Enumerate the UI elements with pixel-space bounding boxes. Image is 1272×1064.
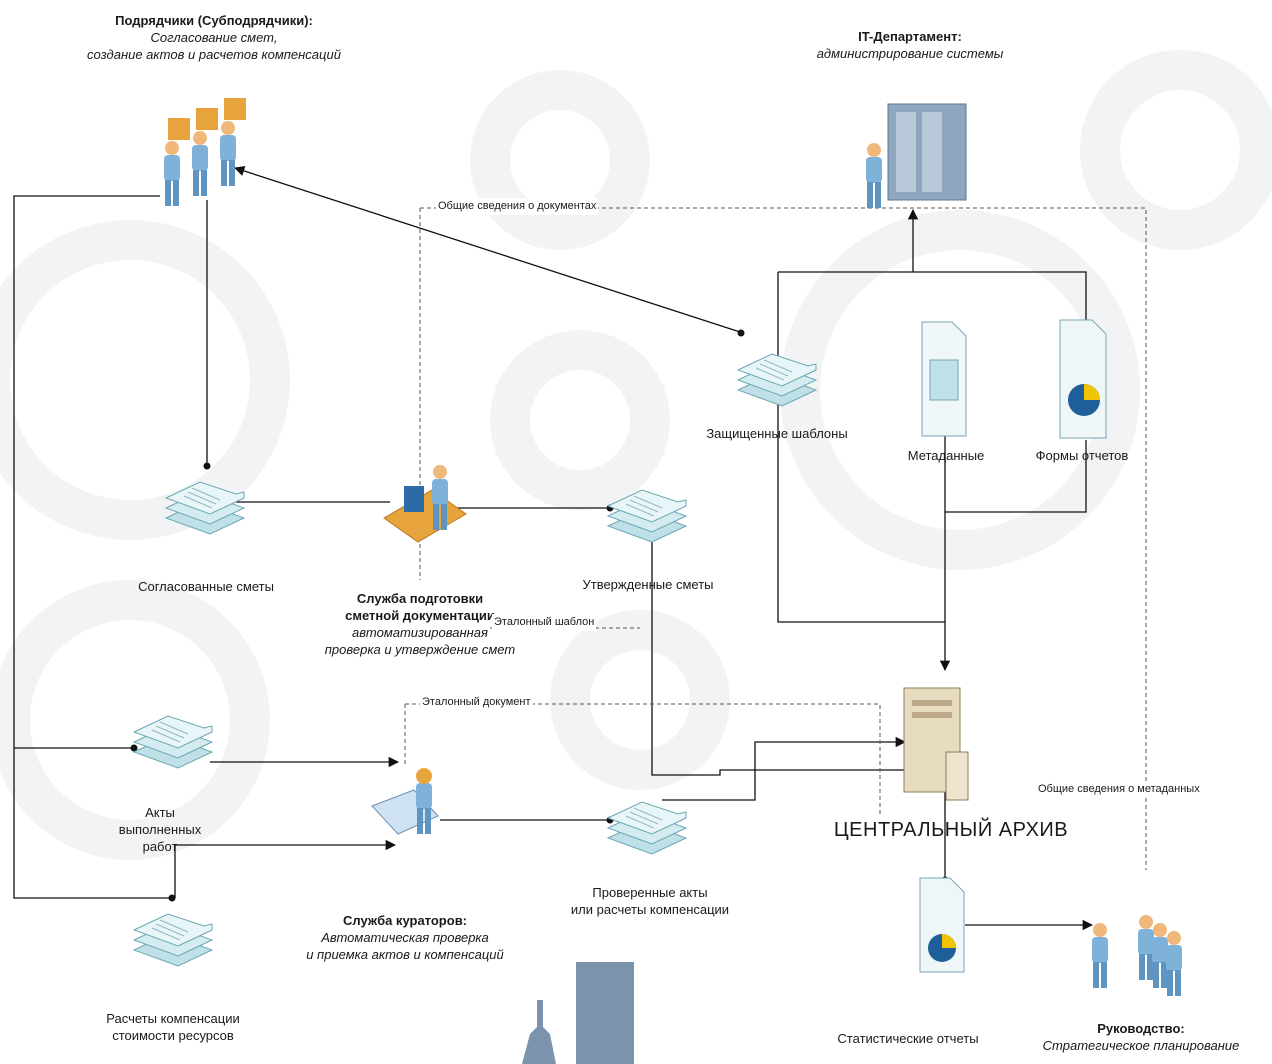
management-group-icon	[1092, 915, 1182, 996]
curator-icon	[371, 768, 439, 835]
management-label: Руководство: Стратегическое планирование	[1012, 1020, 1270, 1054]
acts-line3: работ	[142, 839, 178, 854]
verified-acts-icon	[607, 801, 687, 855]
reference-document-flow-label: Эталонный документ	[420, 694, 533, 711]
curators-line2: и приемка актов и компенсаций	[306, 947, 504, 962]
estimating-line2: проверка и утверждение смет	[324, 642, 516, 657]
general-docs-flow-label: Общие сведения о документах	[436, 198, 599, 215]
contractors-group-icon	[164, 98, 246, 206]
compensation-line1: Расчеты компенсации	[106, 1011, 240, 1026]
verified-line2: или расчеты компенсации	[570, 902, 730, 917]
contractors-title: Подрядчики (Субподрядчики):	[115, 13, 313, 28]
curators-label: Служба кураторов: Автоматическая проверк…	[270, 912, 540, 963]
acts-label: Акты выполненных работ	[100, 804, 220, 855]
reference-template-flow-label: Эталонный шаблон	[492, 614, 597, 631]
estimating-title1: Служба подготовки	[356, 591, 484, 606]
acts-line2: выполненных	[118, 822, 202, 837]
report-forms-document-icon	[1059, 319, 1107, 439]
estimating-title2: сметной документации	[345, 608, 495, 623]
it-line1: администрирование системы	[816, 46, 1004, 61]
central-archive-icon	[903, 687, 969, 801]
contractors-line2: создание актов и расчетов компенсаций	[87, 47, 341, 62]
it-server-rack-icon	[866, 103, 967, 208]
estimating-workstation-icon	[383, 465, 467, 543]
compensation-icon	[133, 913, 213, 967]
it-label: IT-Департамент: администрирование систем…	[790, 28, 1030, 62]
management-title: Руководство:	[1097, 1021, 1185, 1036]
decorative-bars	[522, 962, 634, 1064]
contractors-line1: Согласование смет,	[150, 30, 278, 45]
metadata-label: Метаданные	[907, 448, 985, 463]
compensation-label: Расчеты компенсации стоимости ресурсов	[60, 1010, 286, 1044]
agreed-estimates-label: Согласованные сметы	[138, 579, 274, 594]
estimating-label: Служба подготовки сметной документации а…	[290, 590, 550, 658]
report-forms-label: Формы отчетов	[1035, 448, 1129, 463]
stat-reports-document-icon	[919, 877, 965, 973]
estimating-line1: автоматизированная	[352, 625, 488, 640]
protected-templates-label: Защищенные шаблоны	[706, 426, 848, 441]
central-archive-label: ЦЕНТРАЛЬНЫЙ АРХИВ	[833, 819, 1069, 841]
acts-icon	[133, 715, 213, 769]
connectors	[13, 165, 1094, 931]
curators-line1: Автоматическая проверка	[321, 930, 489, 945]
compensation-line2: стоимости ресурсов	[112, 1028, 234, 1043]
approved-estimates-label: Утвержденные сметы	[582, 577, 714, 592]
verified-acts-label: Проверенные акты или расчеты компенсации	[540, 884, 760, 918]
acts-line1: Акты	[145, 805, 175, 820]
management-line1: Стратегическое планирование	[1042, 1038, 1240, 1053]
verified-line1: Проверенные акты	[592, 885, 708, 900]
contractors-label: Подрядчики (Субподрядчики): Согласование…	[54, 12, 374, 63]
curators-title: Служба кураторов:	[342, 913, 468, 928]
stat-reports-label: Статистические отчеты	[837, 1031, 979, 1046]
metadata-document-icon	[921, 321, 967, 437]
it-title: IT-Департамент:	[858, 29, 962, 44]
general-metadata-flow-label: Общие сведения о метаданных	[1036, 781, 1202, 798]
